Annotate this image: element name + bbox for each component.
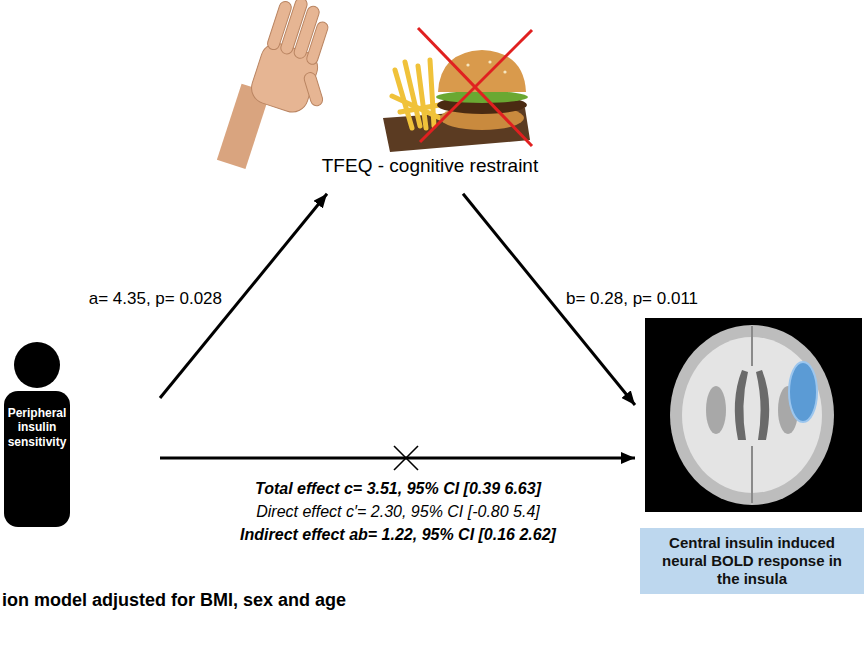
sesame [466,63,469,66]
sesame [503,70,506,73]
brain-fissure [751,446,753,503]
effect-note: Direct effect c′= 2.30, 95% CI [-0.80 5.… [256,503,540,521]
brain-structure [706,386,726,434]
cross-stroke [394,446,418,470]
fry [418,66,426,128]
cross-mark [418,28,532,146]
outcome-node: Central insulin induced neural BOLD resp… [640,318,864,594]
path-coefficient: a= 4.35, p= 0.028 [89,289,222,309]
model-caption: ion model adjusted for BMI, sex and age [2,590,346,611]
insula-region [789,362,817,422]
path-coefficient: b= 0.28, p= 0.011 [566,289,698,309]
no-effect-cross [394,446,418,470]
brain-outline [670,325,834,505]
burger-bun-top [438,50,526,92]
node-text: Peripheral insulin sensitivity [4,406,70,449]
person-body [4,391,70,527]
sesame [488,60,491,63]
effect-note: Total effect c= 3.51, 95% CI [0.39 6.63] [255,480,541,498]
hand-thumb [303,71,324,107]
brain-background [645,318,862,512]
person-node: Peripheral insulin sensitivity [4,340,158,527]
brain-ventricle [756,370,769,440]
arrow-connector [160,457,635,460]
person-silhouette [4,342,70,527]
hand-finger [305,20,329,65]
person-head [14,342,60,388]
fast-food [383,28,532,152]
node-text: Central insulin induced neural BOLD resp… [640,528,864,594]
brain-ventricle [735,370,748,440]
brain-fissure [751,326,753,366]
fries [392,60,445,128]
cross-mark [420,30,532,142]
brain-image [645,318,862,512]
construct-label: TFEQ - cognitive restraint [210,153,650,180]
cross-stroke [394,446,418,470]
effect-note: Indirect effect ab= 1.22, 95% CI [0.16 2… [240,526,556,544]
node-text: TFEQ - cognitive restraint [210,153,650,180]
